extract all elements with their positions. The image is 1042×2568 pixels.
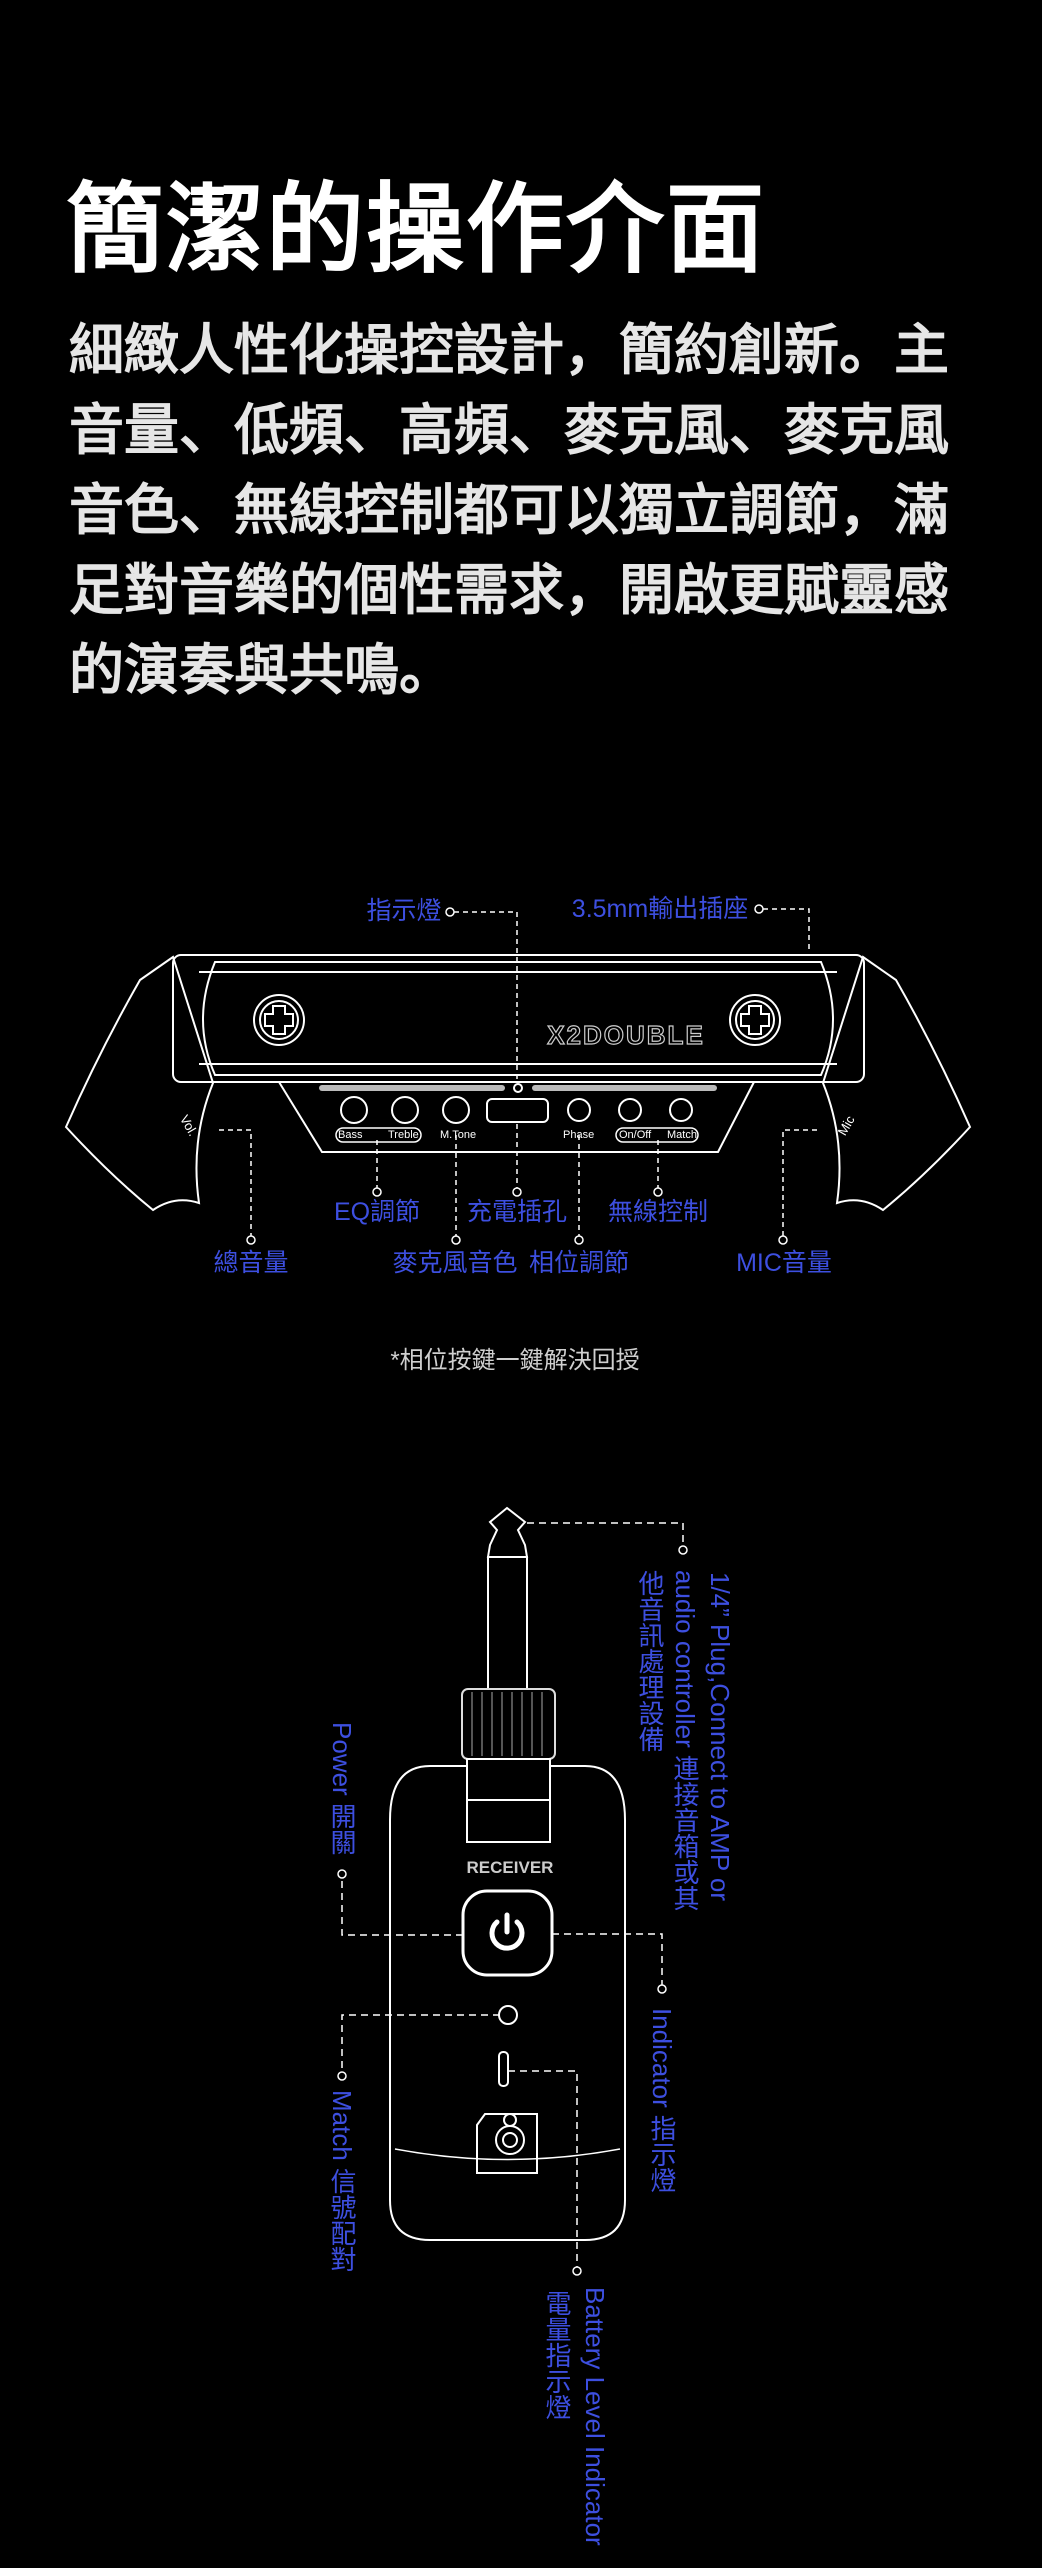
match-label: Match <box>667 1129 697 1141</box>
treble-knob[interactable] <box>391 1096 419 1124</box>
phase-button[interactable] <box>567 1098 591 1122</box>
callout-battery-zh: 電量指示燈 <box>542 2290 572 2420</box>
right-wing <box>821 955 972 1212</box>
mtone-label: M.Tone <box>440 1129 477 1141</box>
onoff-button[interactable] <box>618 1098 642 1122</box>
plug-tip <box>486 1506 529 1558</box>
callout-output-jack: 3.5mm輸出插座 <box>571 895 749 923</box>
screw-left-icon <box>253 994 305 1046</box>
brand-logo: X2DOUBLE <box>547 1020 705 1050</box>
top-bar <box>172 954 865 1083</box>
callout-phase: 相位調節 <box>528 1249 630 1277</box>
bass-knob[interactable] <box>340 1096 368 1124</box>
control-panel <box>278 1081 755 1153</box>
page-title: 簡潔的操作介面 <box>66 174 767 284</box>
treble-label: Treble <box>388 1129 419 1141</box>
callout-eq: EQ調節 <box>333 1198 421 1226</box>
description: 細緻人性化操控設計，簡約創新。主音量、低頻、高頻、麥克風、麥克風音色、無線控制都… <box>69 319 950 701</box>
mtone-knob[interactable] <box>442 1096 470 1124</box>
onoff-label: On/Off <box>619 1129 652 1141</box>
callout-master-volume: 總音量 <box>213 1249 289 1277</box>
transmitter-drawing: X2DOUBLE <box>64 904 972 1245</box>
callout-charge-port: 充電插孔 <box>466 1198 568 1226</box>
usb-c-port <box>498 2051 509 2087</box>
callout-wireless: 無線控制 <box>607 1198 709 1226</box>
indicator-light <box>513 1083 523 1093</box>
phase-label: Phase <box>563 1129 595 1141</box>
plug-shaft <box>487 1556 528 1690</box>
receiver-drawing: RECEIVER <box>337 1506 688 2276</box>
callout-mic-volume: MIC音量 <box>736 1249 832 1277</box>
callout-plug-zh: 他音訊處理設備 <box>635 1570 665 1752</box>
callout-plug-en2: audio controller 連接音箱或其 <box>670 1570 700 1911</box>
plug-collar <box>461 1688 556 1760</box>
speaker-icon <box>476 2113 538 2174</box>
callout-plug-en: 1/4” Plug,Connect to AMP or <box>705 1572 735 1902</box>
bass-label: Bass <box>338 1129 363 1141</box>
callout-match: Match 信號配對 <box>327 2090 357 2273</box>
callout-indicator: 指示燈 <box>366 897 442 925</box>
inner-panel <box>202 961 834 1076</box>
receiver-label: RECEIVER <box>467 1858 554 1877</box>
charge-port <box>486 1098 549 1123</box>
left-wing <box>64 955 215 1212</box>
match-button[interactable] <box>669 1098 693 1122</box>
callout-power: Power 開關 <box>327 1722 357 1855</box>
receiver-body <box>389 1765 626 2241</box>
callout-battery-en: Battery Level Indicator <box>580 2287 610 2546</box>
match-indicator <box>498 2005 518 2025</box>
power-icon <box>489 1912 525 1951</box>
power-button[interactable] <box>461 1889 554 1977</box>
callout-mic-tone: 麥克風音色 <box>392 1249 518 1277</box>
phase-note: *相位按鍵一鍵解決回授 <box>390 1347 640 1374</box>
screw-right-icon <box>729 994 781 1046</box>
callout-indicator-receiver: Indicator 指示燈 <box>647 2008 677 2193</box>
